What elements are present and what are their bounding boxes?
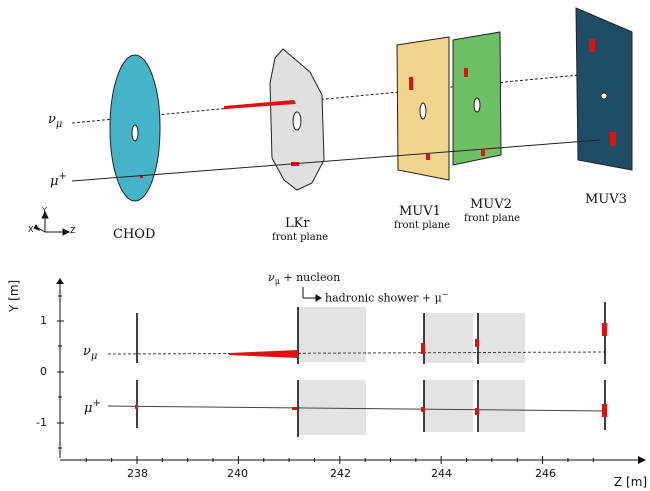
axis-x-label: X	[28, 225, 34, 234]
chod-mu-hit-2d	[135, 405, 138, 409]
muv3-hit-b	[610, 132, 616, 146]
nu-beam-label: νμ	[48, 112, 63, 130]
y-axis-arrow	[56, 278, 64, 284]
muon-track-2d	[107, 405, 606, 412]
lkr-shower-hits	[224, 100, 296, 109]
axis-z-label: Z	[70, 226, 76, 235]
neutrino-track-2d	[107, 351, 606, 355]
mu-beam-label: μ+	[50, 171, 67, 189]
x-axis-arrow	[638, 456, 646, 464]
muv1-nu-hit-2d	[421, 343, 425, 354]
muv1-label: MUV1	[399, 204, 441, 219]
muv1-hit-a	[409, 77, 413, 90]
xtick-244: 244	[431, 467, 452, 480]
muon-track-3d	[71, 139, 601, 182]
muv3-nu-hit-2d	[602, 323, 607, 336]
muv3-label: MUV3	[585, 192, 627, 207]
shower-box-muv1-bottom	[424, 380, 473, 432]
chart-mu-label: μ+	[84, 398, 101, 416]
chart-nu-label: νμ	[83, 344, 98, 362]
shower-box-lkr-top	[298, 307, 366, 362]
lkr-hole	[292, 111, 302, 131]
shower-box-muv2-bottom	[478, 380, 525, 432]
annotation-line2: hadronic shower + μ−	[325, 290, 449, 305]
muv2-label: MUV2	[470, 197, 512, 212]
muv3-hit-a	[589, 39, 595, 52]
muv1-sublabel: front plane	[394, 220, 451, 231]
axis-y-label: Y	[42, 206, 47, 215]
muv2-nu-hit-2d	[475, 339, 479, 347]
axes-symbol	[33, 210, 71, 236]
lkr-shower-hit-2d	[229, 350, 298, 358]
x-ticks	[85, 456, 594, 464]
muv3-plane	[575, 7, 633, 171]
muv3-mu-hit-2d	[602, 404, 607, 417]
muv2-hit-a	[464, 68, 468, 77]
shower-box-lkr-bottom	[298, 380, 366, 435]
y-axis-label: Y [m]	[7, 279, 21, 312]
xtick-242: 242	[330, 467, 351, 480]
lkr-sublabel: front plane	[272, 232, 329, 243]
xtick-238: 238	[127, 467, 148, 480]
muv2-hit-b	[481, 150, 485, 156]
ytick-0: 0	[40, 365, 47, 378]
chart-hits	[135, 323, 607, 417]
ytick-1: 1	[40, 314, 47, 327]
lkr-label: LKr	[285, 216, 310, 231]
chod-hit	[140, 175, 143, 178]
xtick-246: 246	[535, 467, 556, 480]
chod-label: CHOD	[113, 227, 156, 242]
station-lines	[136, 302, 606, 437]
shower-boxes	[298, 307, 525, 435]
muv1-hit-b	[426, 154, 430, 160]
muv2-sublabel: front plane	[464, 213, 521, 224]
muv3-hole	[600, 92, 608, 100]
muv2-hole	[473, 97, 481, 113]
y-ticks	[57, 295, 64, 449]
lkr-mu-hit-2d	[292, 407, 297, 410]
x-axis-label: Z [m]	[614, 475, 648, 489]
annotation-line1: νμ + nucleon	[268, 271, 341, 287]
muv1-mu-hit-2d	[421, 407, 425, 412]
shower-box-muv1-top	[424, 313, 473, 363]
muv1-hole	[419, 102, 427, 120]
xtick-240: 240	[227, 467, 248, 480]
annotation-arrow	[302, 287, 322, 302]
muv2-mu-hit-2d	[475, 408, 479, 415]
chod-hole	[131, 124, 139, 142]
ytick-minus1: -1	[36, 416, 47, 429]
neutrino-track-3d	[71, 72, 601, 124]
shower-box-muv2-top	[478, 313, 525, 363]
